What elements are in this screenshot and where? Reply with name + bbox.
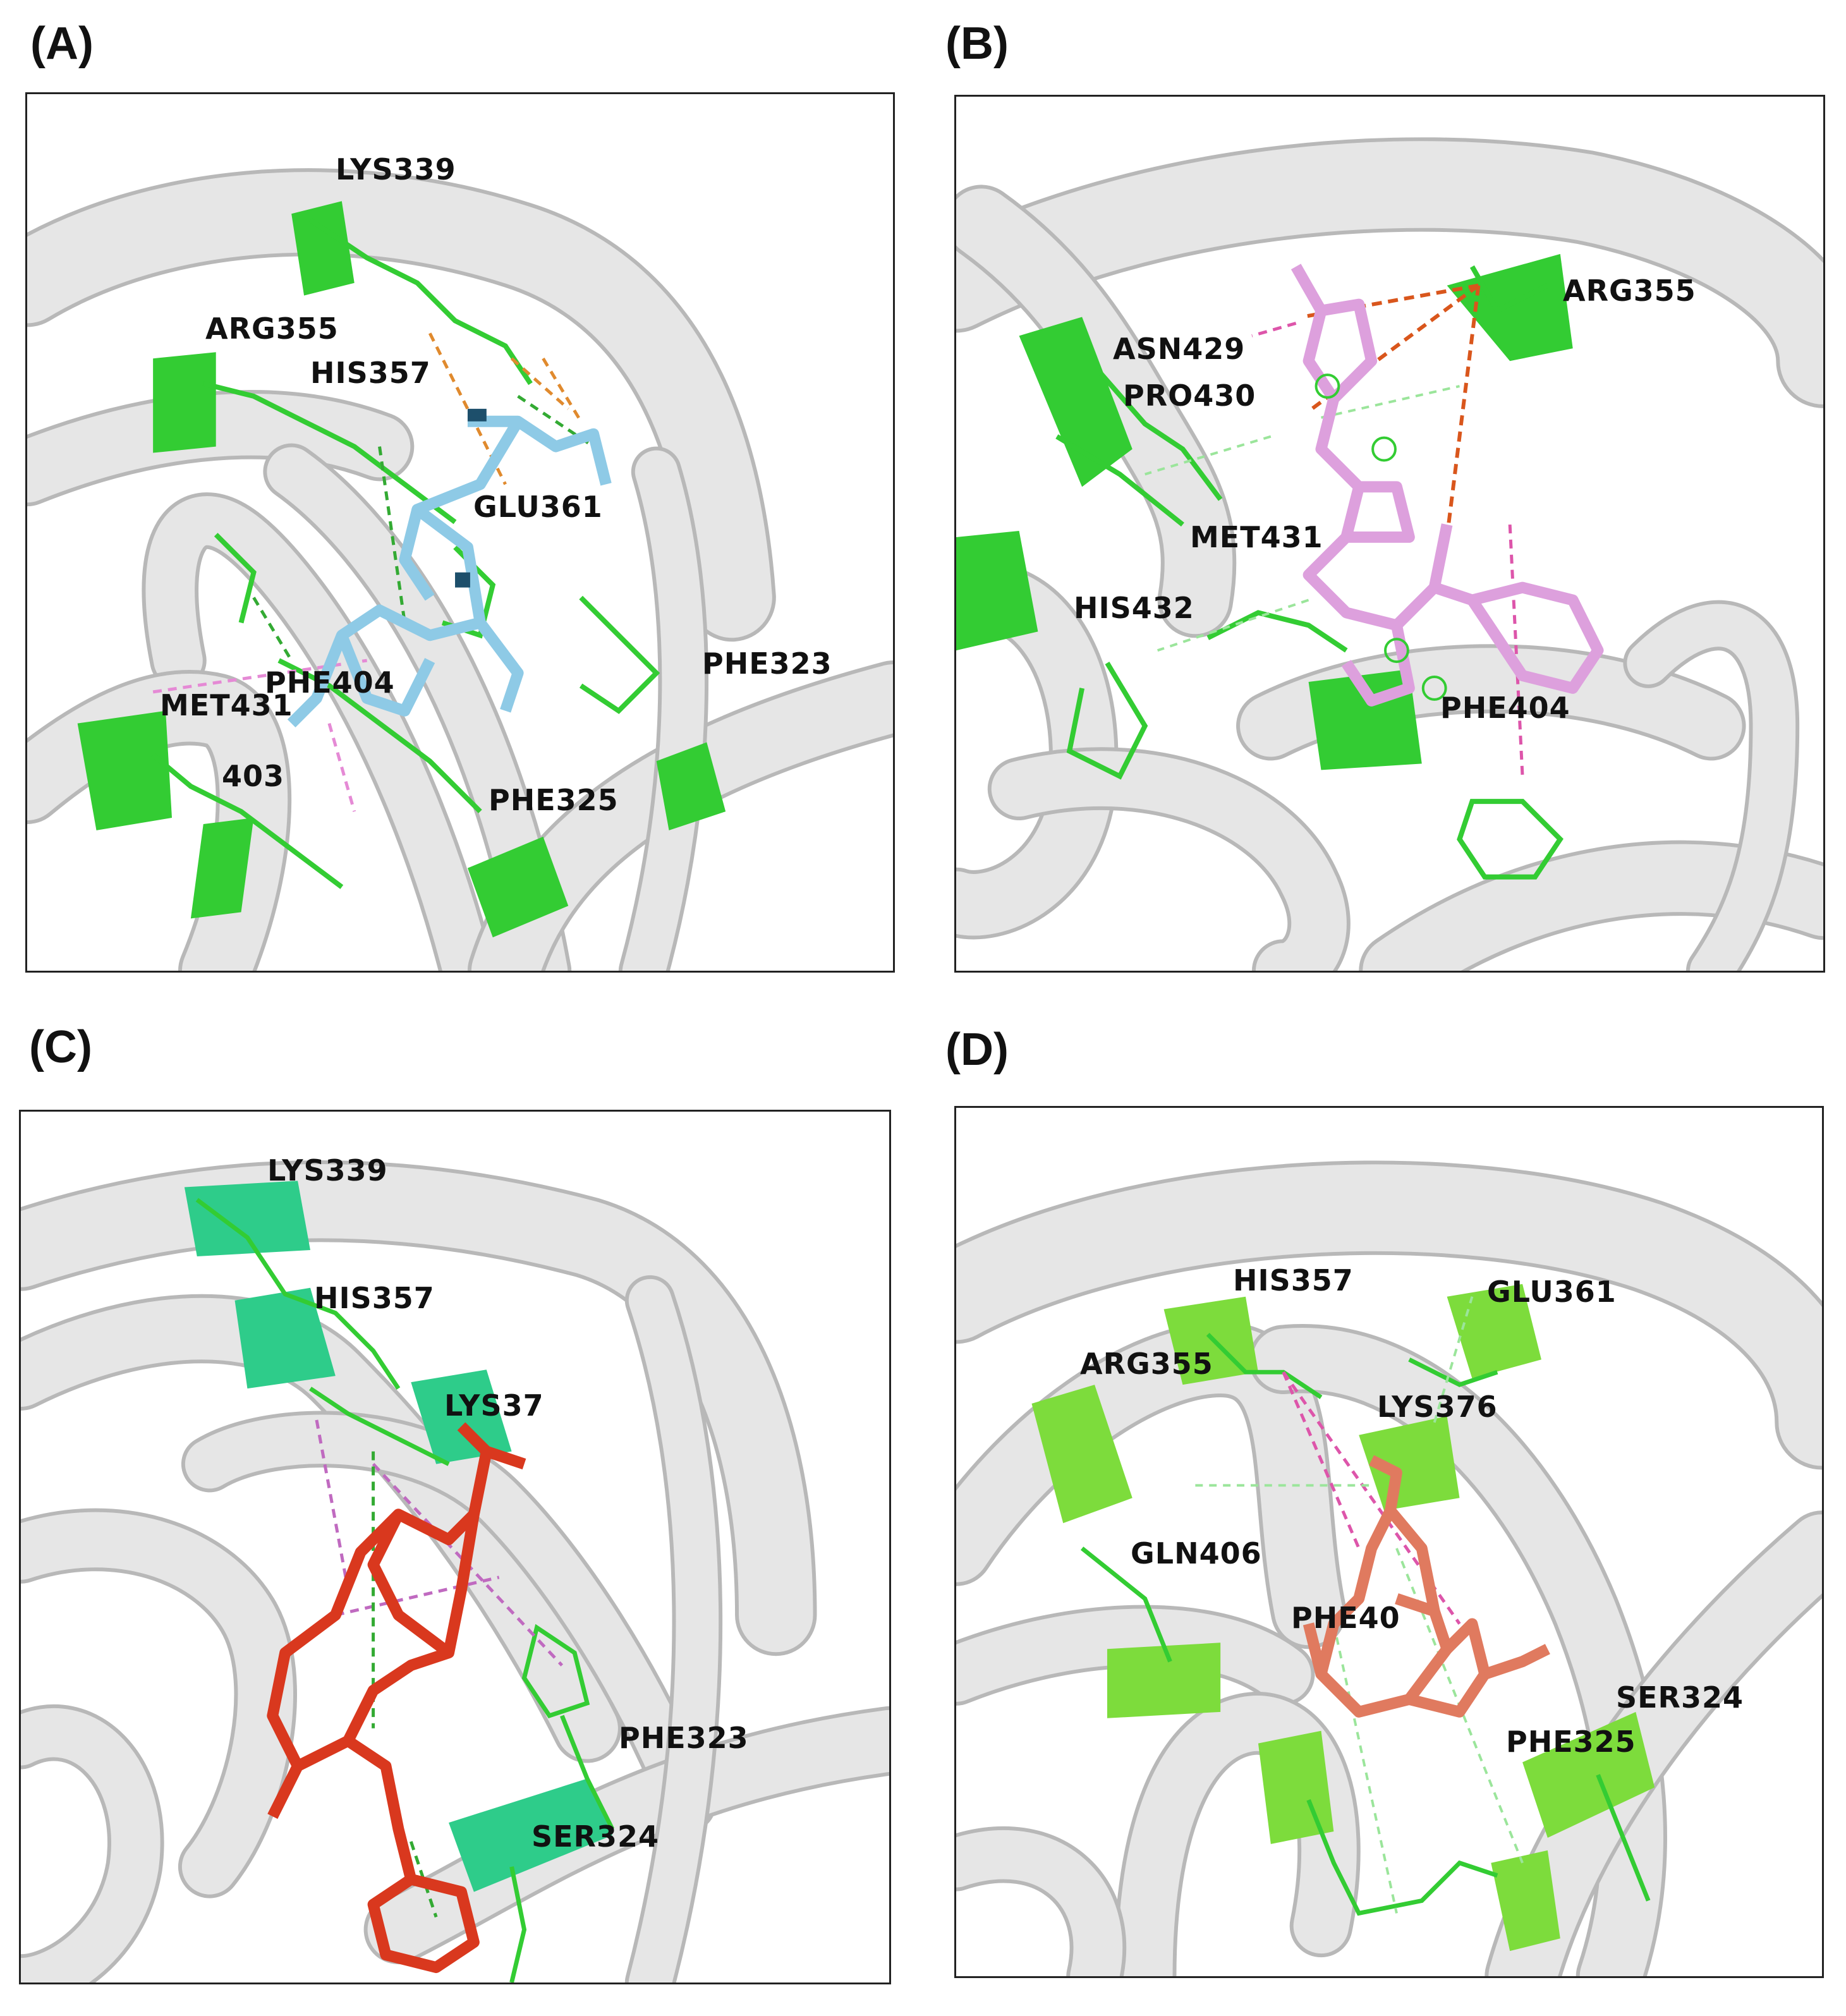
panel-a-structure — [27, 168, 893, 971]
residue-label-his357: HIS357 — [1233, 1263, 1354, 1297]
residue-label-pro430: PRO430 — [1123, 379, 1256, 413]
residue-label-lys37: LYS37 — [444, 1388, 544, 1423]
residue-label-arg355: ARG355 — [1080, 1347, 1213, 1381]
residue-label-phe325: PHE325 — [1506, 1725, 1636, 1759]
panel-label-a: (A) — [30, 18, 94, 69]
residue-label-met431: MET431 — [160, 688, 293, 722]
residue-label-his357: HIS357 — [310, 356, 431, 390]
residue-label-glu361: GLU361 — [1487, 1275, 1617, 1309]
residue-label-lys339: LYS339 — [267, 1153, 388, 1187]
residue-label-ser324: SER324 — [531, 1819, 659, 1854]
residue-label-asn429: ASN429 — [1113, 332, 1246, 366]
panel-c-structure — [21, 1160, 889, 1983]
panel-label-b: (B) — [945, 18, 1009, 69]
residue-label-403: 403 — [222, 759, 285, 793]
residue-label-phe323: PHE323 — [702, 647, 832, 681]
residue-label-met431: MET431 — [1190, 520, 1323, 554]
panel-d-structure — [956, 1160, 1822, 1976]
panel-d: HIS357 GLU361 ARG355 LYS376 GLN406 PHE40… — [954, 1106, 1824, 1978]
residue-label-gln406: GLN406 — [1131, 1536, 1262, 1570]
panel-a: LYS339 ARG355 HIS357 GLU361 PHE323 PHE40… — [25, 92, 895, 973]
panel-label-d: (D) — [945, 1024, 1009, 1075]
residue-label-phe404: PHE404 — [265, 665, 395, 700]
residue-label-arg355: ARG355 — [1563, 274, 1696, 308]
residue-label-phe325: PHE325 — [489, 783, 619, 817]
residue-label-phe404: PHE404 — [1440, 691, 1570, 725]
residue-label-phe323: PHE323 — [619, 1721, 749, 1755]
residue-label-his357: HIS357 — [314, 1281, 435, 1315]
residue-label-arg355: ARG355 — [205, 312, 339, 346]
residue-label-phe40: PHE40 — [1291, 1601, 1400, 1635]
panel-label-c: (C) — [29, 1022, 92, 1072]
residue-label-glu361: GLU361 — [473, 490, 603, 524]
residue-label-lys376: LYS376 — [1377, 1390, 1498, 1424]
panel-b: ARG355 ASN429 PRO430 MET431 HIS432 PHE40… — [954, 95, 1825, 973]
panel-b-structure — [956, 137, 1823, 971]
residue-label-his432: HIS432 — [1074, 591, 1194, 625]
residue-label-ser324: SER324 — [1616, 1680, 1744, 1715]
residue-label-lys339: LYS339 — [336, 152, 456, 186]
panel-c: LYS339 HIS357 LYS37 PHE323 SER324 — [19, 1110, 891, 1984]
